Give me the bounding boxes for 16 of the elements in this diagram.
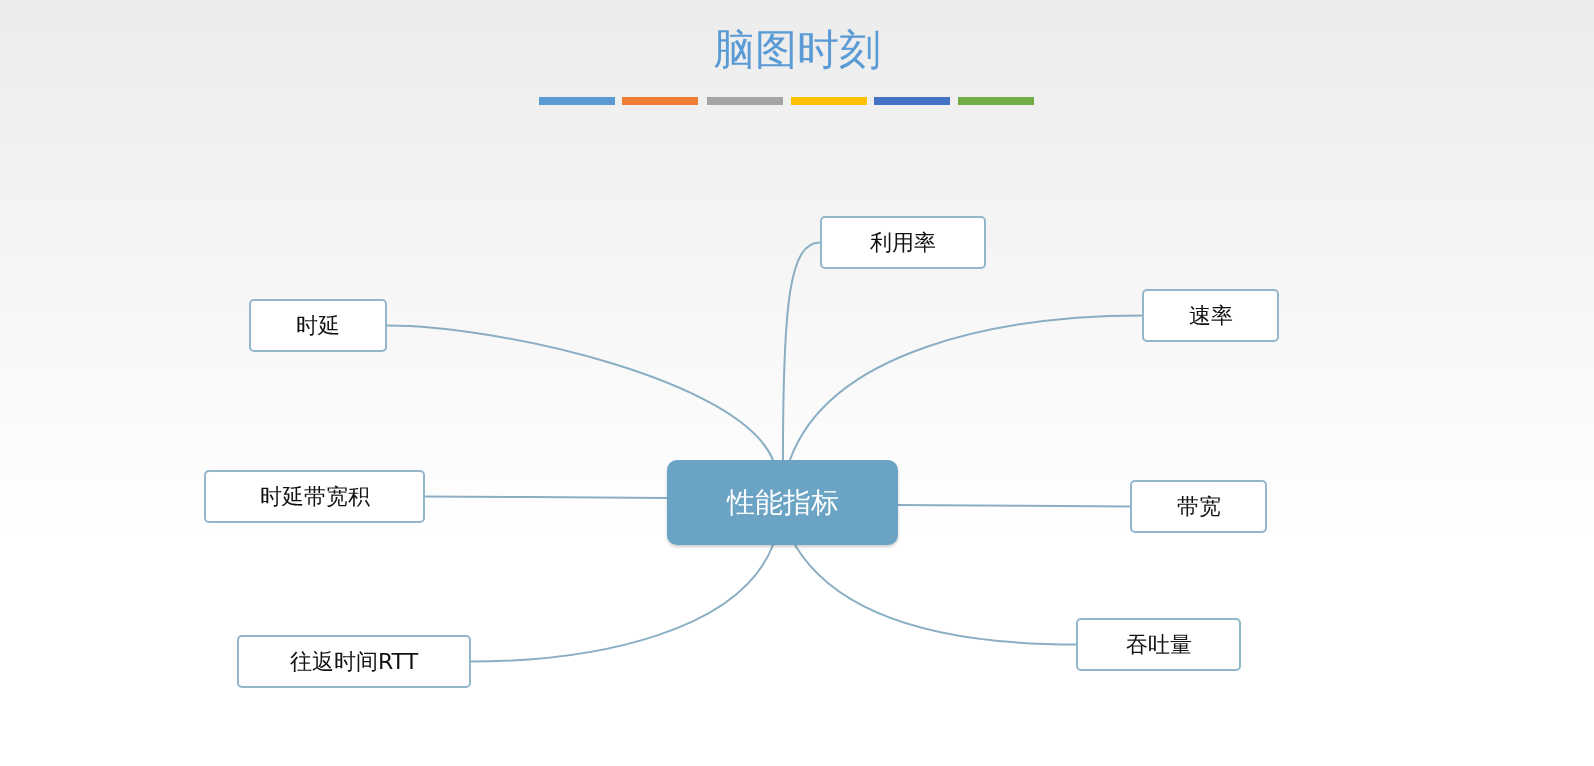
connector-line: [386, 324, 775, 461]
topic-box: 利用率: [820, 216, 986, 269]
topic-box: 吞吐量: [1076, 618, 1241, 671]
topic-box: 时延带宽积: [204, 470, 425, 523]
title: 脑图时刻: [712, 26, 882, 75]
connector-line: [424, 495, 668, 499]
connector-line: [470, 544, 775, 663]
topic-box: 速率: [1142, 289, 1279, 342]
connector-line: [781, 241, 821, 461]
topic-box: 带宽: [1130, 480, 1267, 533]
connector-line: [897, 504, 1131, 508]
topic-box: 时延: [249, 299, 387, 352]
central-topic-box: 性能指标: [667, 460, 898, 545]
topic-box: 往返时间RTT: [237, 635, 471, 688]
connector-line: [793, 544, 1077, 646]
connector-line: [788, 314, 1143, 461]
